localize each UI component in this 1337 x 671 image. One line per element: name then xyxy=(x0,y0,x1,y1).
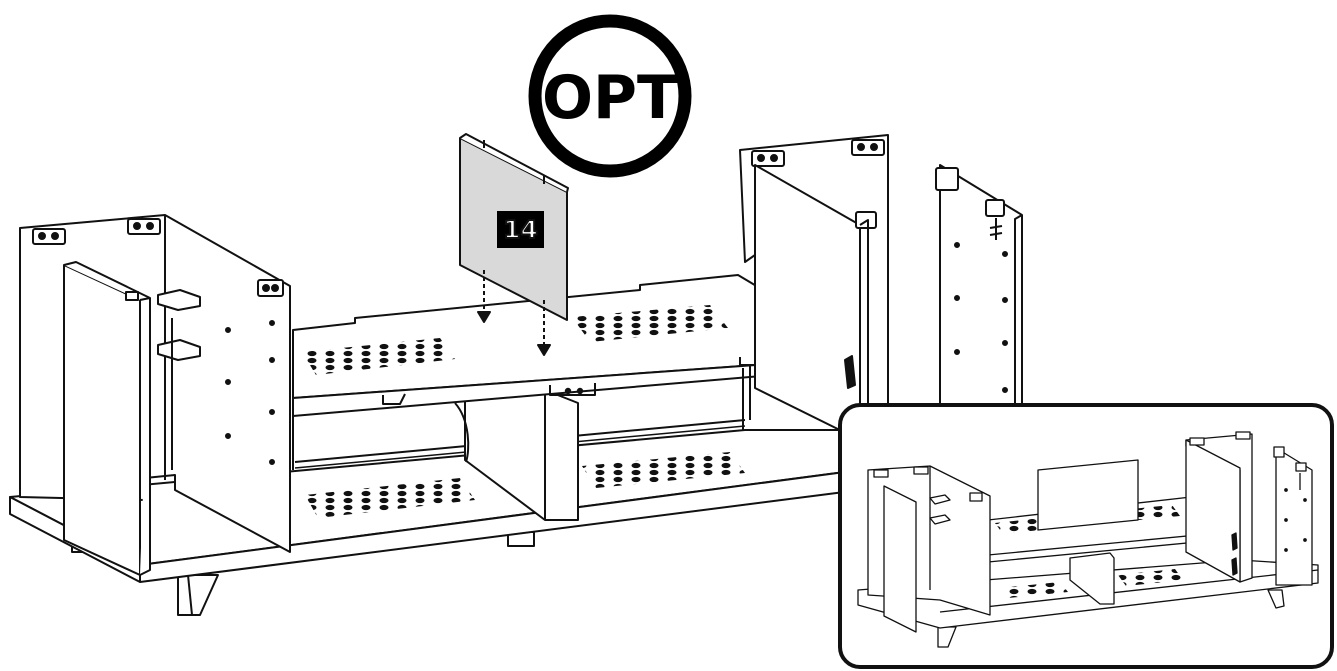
bottom-right-holes xyxy=(582,452,745,488)
shelf-left-holes xyxy=(302,338,455,375)
bottom-left-holes xyxy=(305,478,475,518)
optional-badge-label: OPT xyxy=(542,63,678,133)
right-door-panel xyxy=(939,164,1023,406)
part-number-badge xyxy=(497,211,544,248)
hinge-lower xyxy=(157,339,201,361)
optional-step-badge: OPT xyxy=(528,14,692,178)
left-front-panel xyxy=(63,264,141,576)
shelf-right-holes xyxy=(572,305,728,342)
part-number-label: 14 xyxy=(503,215,538,244)
main-assembly xyxy=(9,134,1023,616)
hinge-upper xyxy=(157,289,201,311)
finished-assembly-preview xyxy=(838,403,1334,669)
part-14-panel: 14 xyxy=(459,133,569,356)
preview-back-panel xyxy=(1037,459,1139,531)
leg-front-left xyxy=(177,574,219,616)
